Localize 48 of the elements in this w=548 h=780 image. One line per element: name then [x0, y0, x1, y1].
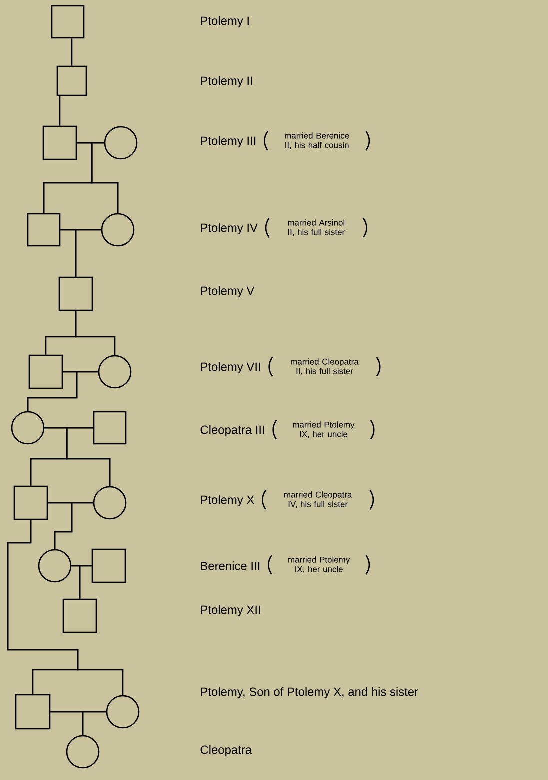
name-label: Ptolemy VII	[201, 362, 260, 374]
name-label: Ptolemy X	[201, 495, 254, 507]
name-label: Ptolemy II	[201, 76, 252, 88]
male-square	[56, 66, 88, 96]
pedigree-line	[7, 520, 124, 696]
name-label: Berenice III	[201, 562, 260, 570]
male-square	[92, 548, 126, 584]
male-square	[93, 411, 127, 445]
female-circle	[101, 213, 135, 247]
pedigree-line	[75, 311, 116, 356]
name-label: Ptolemy I	[201, 16, 249, 28]
pedigree-line	[27, 371, 98, 412]
note-label: married Cleopatra II, his full sister	[291, 358, 359, 376]
pedigree-line	[71, 38, 73, 66]
female-circle	[11, 411, 45, 445]
pedigree-line	[82, 711, 106, 736]
female-circle	[106, 695, 140, 729]
female-circle	[93, 486, 127, 520]
male-square	[14, 486, 48, 520]
name-label: Ptolemy III	[201, 136, 256, 148]
pedigree-line	[91, 142, 119, 214]
male-square	[51, 5, 85, 39]
note-label: married Berenice II, his half cousin	[285, 132, 350, 150]
note-label: married Ptolemy IX, her uncle	[293, 422, 355, 438]
name-label: Ptolemy IV	[201, 223, 258, 235]
male-square	[58, 276, 94, 312]
name-label: Cleopatra III	[200, 425, 264, 437]
note-label: married Ptolemy IX, her uncle	[288, 556, 350, 574]
male-square	[27, 213, 61, 247]
pedigree-line	[66, 427, 111, 486]
name-label: Cleopatra	[200, 745, 252, 757]
female-circle	[104, 126, 138, 160]
pedigree-line	[54, 502, 94, 550]
pedigree-line	[59, 96, 61, 126]
male-square	[28, 354, 64, 390]
female-circle	[38, 549, 72, 583]
male-square	[62, 598, 98, 634]
pedigree-line	[75, 229, 102, 277]
name-label: Ptolemy, Son of Ptolemy X, and his sister	[201, 687, 418, 699]
male-square	[42, 126, 78, 160]
name-label: Ptolemy XII	[201, 605, 260, 617]
note-label: married Arsinol II, his full sister	[288, 220, 345, 236]
name-label: Ptolemy V	[201, 286, 255, 298]
pedigree-line	[79, 565, 92, 599]
female-circle	[66, 735, 100, 769]
note-label: married Cleopatra IV, his full sister	[284, 492, 352, 508]
male-square	[15, 694, 51, 730]
female-circle	[98, 355, 132, 389]
